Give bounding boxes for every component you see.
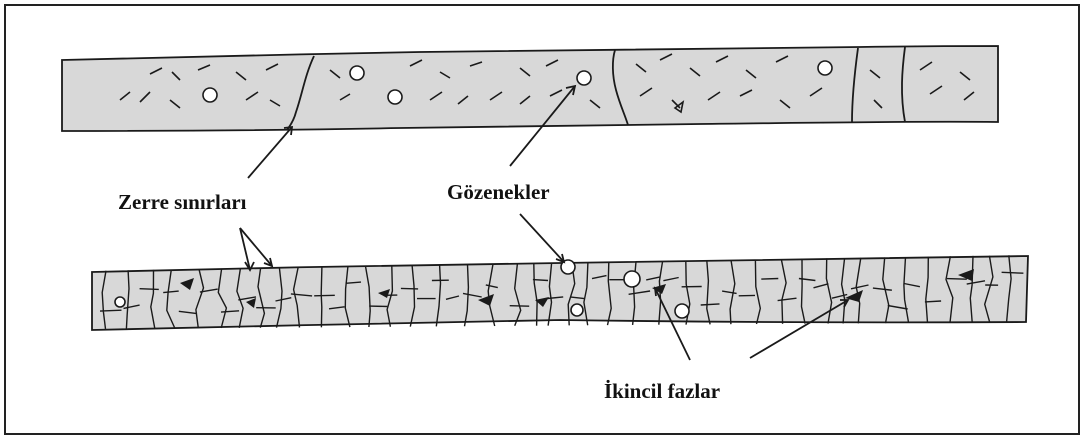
grain-boundary <box>401 288 418 289</box>
grain-boundary <box>510 306 530 307</box>
pore <box>350 66 364 80</box>
pore <box>675 304 689 318</box>
grain-boundary <box>533 280 548 281</box>
pore <box>624 271 640 287</box>
pore <box>818 61 832 75</box>
coarse-strip-body <box>62 46 998 131</box>
pore <box>571 304 583 316</box>
grain-boundary <box>947 279 967 280</box>
grain-boundary <box>140 289 159 290</box>
grain-boundary <box>761 279 778 280</box>
arrow-pores-bottom <box>520 214 564 262</box>
secondary-phases-label: İkincil fazlar <box>604 379 720 404</box>
grain-boundary <box>925 301 941 302</box>
pore <box>115 297 125 307</box>
pore <box>388 90 402 104</box>
arrow-grain-top <box>248 127 292 178</box>
fine-grain-strip <box>92 255 1028 330</box>
coarse-grain-strip <box>62 46 998 131</box>
fine-strip-body <box>92 256 1028 330</box>
grain-boundaries-label: Zerre sınırları <box>118 190 247 215</box>
pore <box>203 88 217 102</box>
pores-label: Gözenekler <box>447 180 550 205</box>
grain-boundary <box>1002 272 1024 273</box>
grain-boundary <box>321 267 322 327</box>
grain-boundary <box>100 310 122 311</box>
grain-boundary <box>314 295 335 296</box>
pore <box>577 71 591 85</box>
